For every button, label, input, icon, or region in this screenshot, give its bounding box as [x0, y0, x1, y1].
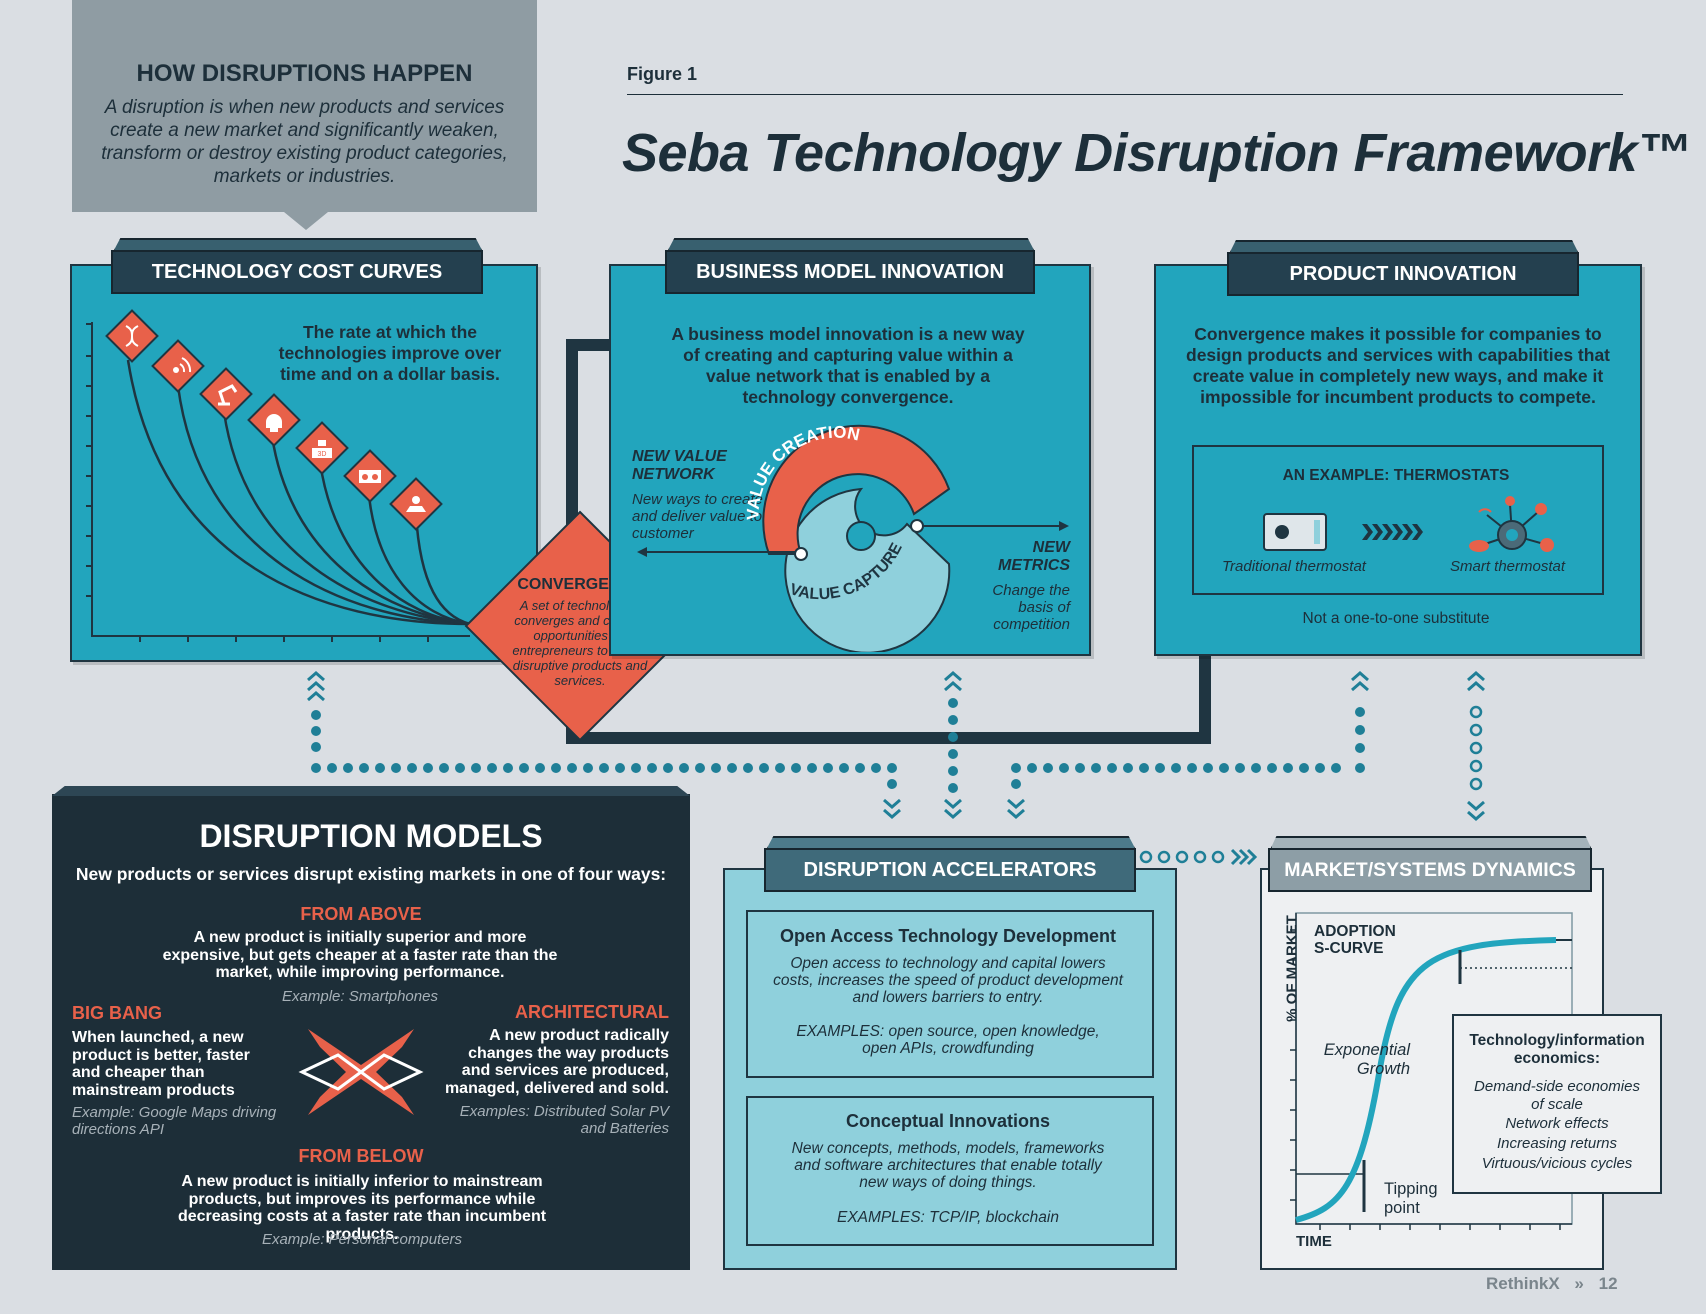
3d-label: 3D — [318, 451, 327, 458]
traditional-thermostat-label: Traditional thermostat — [1222, 558, 1366, 575]
substitute-note: Not a one-to-one substitute — [1302, 610, 1490, 627]
architectural-title: ARCHITECTURAL — [515, 1002, 669, 1022]
tech-economics-title: Technology/information economics: — [1469, 1032, 1645, 1067]
brain-icon — [247, 393, 301, 447]
s-curve-chart — [1290, 912, 1573, 1230]
tipping-point-label: Tipping point — [1384, 1180, 1438, 1217]
conceptual-text: New concepts, methods, models, framework… — [791, 1140, 1105, 1191]
how-disruptions-callout: HOW DISRUPTIONS HAPPEN A disruption is w… — [72, 0, 537, 212]
disruption-models-top — [52, 786, 690, 796]
smart-thermostat-icon — [1469, 496, 1554, 552]
big-bang-title: BIG BANG — [72, 1003, 162, 1023]
callout-pointer — [284, 212, 328, 230]
new-metrics-title: NEW METRICS — [998, 539, 1070, 574]
tech-economics-box: Technology/information economics: Demand… — [1452, 1014, 1662, 1194]
figure-label: Figure 1 — [627, 64, 698, 84]
arrow-chevrons-icon — [1362, 524, 1423, 540]
big-bang-example: Example: Google Maps driving directions … — [72, 1104, 277, 1138]
new-metrics-text: Change the basis of competition — [992, 582, 1070, 633]
accelerators-title: DISRUPTION ACCELERATORS — [764, 848, 1136, 892]
traditional-thermostat-icon — [1263, 513, 1327, 551]
exponential-growth-label: Exponential Growth — [1323, 1041, 1410, 1078]
conceptual-box — [746, 1096, 1154, 1246]
3d-printer-icon: 3D — [295, 421, 349, 475]
new-value-network-title: NEW VALUE NETWORK — [632, 448, 727, 483]
from-below-title: FROM BELOW — [298, 1146, 424, 1166]
architectural-example: Examples: Distributed Solar PV and Batte… — [459, 1103, 669, 1137]
example-title: AN EXAMPLE: THERMOSTATS — [1282, 467, 1510, 484]
s-curve-ylabel: % OF MARKET — [1283, 915, 1301, 1022]
main-title: Seba Technology Disruption Framework™ — [622, 123, 1691, 183]
disruption-models-title: DISRUPTION MODELS — [199, 818, 543, 854]
footer-brand: RethinkX — [1486, 1274, 1560, 1293]
from-below-text: A new product is initially inferior to m… — [177, 1173, 547, 1243]
open-access-title: Open Access Technology Development — [779, 926, 1117, 946]
product-innovation-text: Convergence makes it possible for compan… — [1186, 324, 1610, 407]
callout-text: A disruption is when new products and se… — [101, 97, 508, 187]
econ-item: Demand-side economies of scale — [1474, 1078, 1640, 1113]
open-access-examples: EXAMPLES: open source, open knowledge, o… — [796, 1023, 1100, 1057]
wireless-icon — [151, 339, 205, 393]
footer: RethinkX » 12 — [1486, 1274, 1618, 1294]
new-value-network-text: New ways to create and deliver value to … — [632, 491, 763, 542]
sensor-icon — [343, 449, 397, 503]
value-wheel: VALUE CREATION VALUE CAPTURE — [637, 423, 1069, 652]
open-access-box — [746, 910, 1154, 1078]
cost-curves-chart: 3D — [86, 309, 471, 642]
big-bang-text: When launched, a new product is better, … — [72, 1029, 250, 1099]
disruption-x-icon — [298, 1029, 424, 1115]
page-number: 12 — [1598, 1274, 1618, 1293]
open-access-text: Open access to technology and capital lo… — [773, 955, 1123, 1006]
thermostat-example — [1192, 445, 1604, 595]
econ-item: Virtuous/vicious cycles — [1481, 1155, 1633, 1172]
market-dynamics-title: MARKET/SYSTEMS DYNAMICS — [1268, 848, 1592, 892]
business-model-title: BUSINESS MODEL INNOVATION — [665, 250, 1035, 294]
product-innovation-panel — [1154, 264, 1642, 656]
conceptual-examples: EXAMPLES: TCP/IP, blockchain — [837, 1209, 1059, 1226]
cost-curves-title: TECHNOLOGY COST CURVES — [111, 250, 483, 294]
from-above-text: A new product is initially superior and … — [162, 929, 558, 981]
business-model-text: A business model innovation is a new way… — [671, 324, 1025, 407]
product-innovation-title: PRODUCT INNOVATION — [1227, 252, 1579, 296]
dna-icon — [105, 309, 159, 363]
disruption-models-panel — [52, 794, 690, 1270]
from-above-example: Example: Smartphones — [282, 988, 438, 1005]
footer-separator: » — [1574, 1274, 1584, 1293]
econ-item: Network effects — [1505, 1115, 1609, 1132]
accelerators-panel — [723, 868, 1177, 1270]
robot-arm-icon — [199, 367, 253, 421]
cost-curves-text: The rate at which the technologies impro… — [278, 322, 502, 384]
econ-item: Increasing returns — [1496, 1135, 1618, 1152]
smart-thermostat-label: Smart thermostat — [1450, 558, 1566, 575]
callout-title: HOW DISRUPTIONS HAPPEN — [136, 60, 473, 87]
tech-icons: 3D — [105, 309, 443, 531]
solar-icon — [389, 477, 443, 531]
thermostat-icons — [1263, 496, 1554, 552]
from-above-title: FROM ABOVE — [300, 904, 422, 924]
from-below-example: Example: Personal computers — [261, 1231, 463, 1248]
s-curve-xlabel: TIME — [1296, 1233, 1332, 1250]
header-rule — [627, 94, 1623, 95]
architectural-text: A new product radically changes the way … — [444, 1027, 669, 1097]
conceptual-title: Conceptual Innovations — [845, 1111, 1050, 1131]
disruption-models-subtitle: New products or services disrupt existin… — [75, 864, 667, 884]
s-curve-title: ADOPTION S-CURVE — [1314, 923, 1396, 957]
